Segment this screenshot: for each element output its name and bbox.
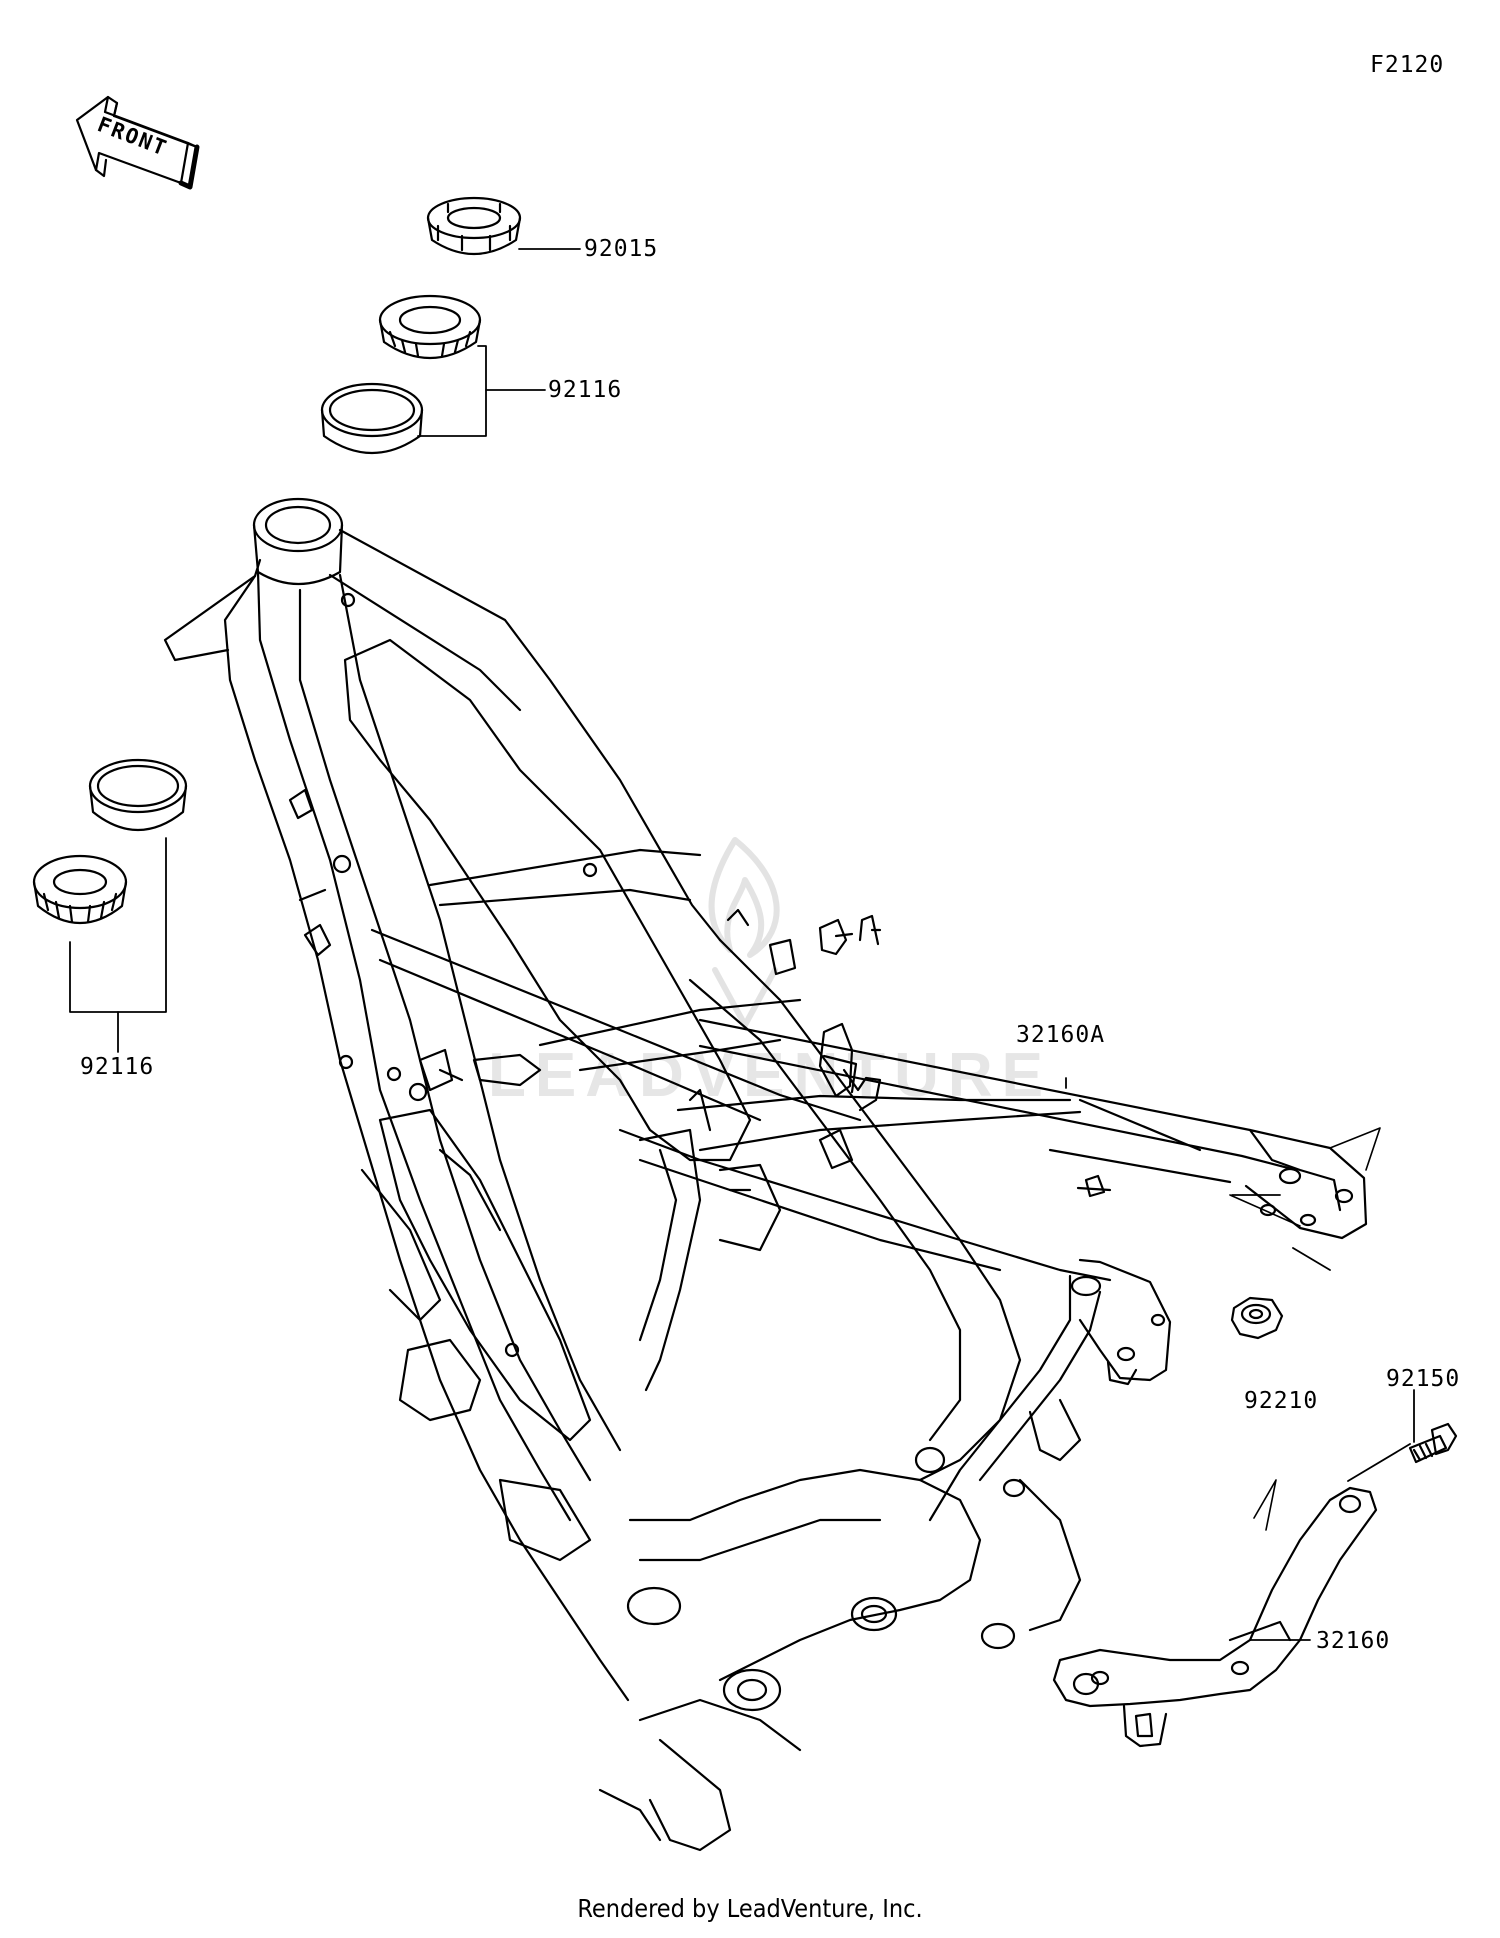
part-label-92116-upper[interactable]: 92116 — [548, 377, 623, 403]
watermark-logo — [708, 837, 780, 1028]
leader-lines — [69, 248, 1415, 1641]
footer-credit: Rendered by LeadVenture, Inc. — [577, 1894, 923, 1923]
part-label-92116-lower[interactable]: 92116 — [80, 1054, 155, 1080]
part-label-32160[interactable]: 32160 — [1316, 1628, 1391, 1654]
part-label-92015[interactable]: 92015 — [584, 236, 659, 262]
part-92015-nut — [426, 196, 522, 256]
part-32160-bracket — [1052, 1486, 1378, 1748]
watermark-text: LEADVENTURE — [488, 1041, 1053, 1110]
part-label-92210[interactable]: 92210 — [1244, 1388, 1319, 1414]
part-92150-bolt — [1408, 1422, 1458, 1464]
part-92116-upper-race — [320, 382, 424, 454]
diagram-code: F2120 — [1370, 52, 1445, 78]
bracket-guide-line — [1253, 1479, 1277, 1531]
part-label-92150[interactable]: 92150 — [1386, 1366, 1461, 1392]
front-arrow-icon — [75, 95, 200, 190]
part-92116-lower-race — [88, 758, 188, 831]
part-92210-nut — [1230, 1296, 1284, 1340]
part-32160A-subframe — [618, 914, 1368, 1522]
part-label-32160A[interactable]: 32160A — [1016, 1022, 1106, 1048]
part-92116-upper-bearing — [378, 294, 482, 359]
part-92116-lower-bearing — [32, 854, 128, 924]
subframe-guide-lines — [1229, 1127, 1381, 1227]
main-frame — [163, 497, 1082, 1852]
